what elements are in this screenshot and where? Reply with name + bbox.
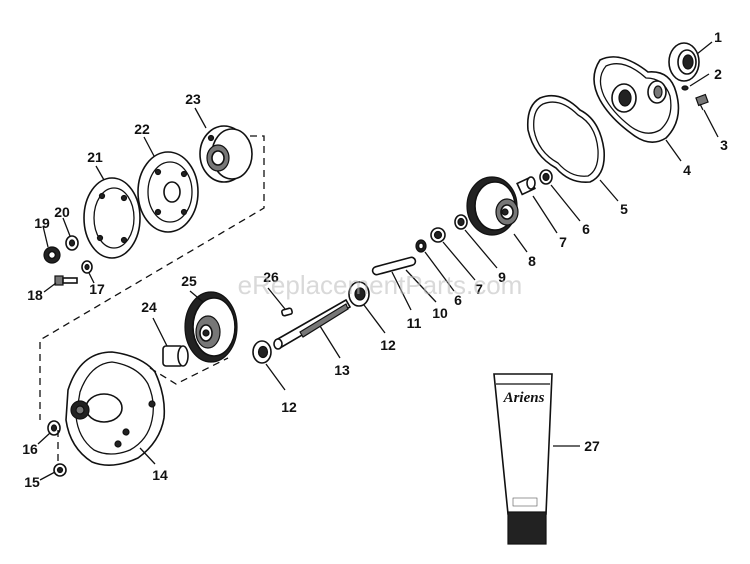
callout-15: 15 — [24, 474, 40, 490]
assembly-guide-lines — [39, 135, 265, 462]
part-2-pin — [681, 85, 689, 91]
part-24-bushing — [162, 345, 189, 367]
callout-6b: 6 — [454, 292, 462, 308]
part-18-bolt — [54, 275, 78, 286]
callout-8: 8 — [528, 253, 536, 269]
callout-3: 3 — [720, 137, 728, 153]
part-11-pin — [371, 256, 417, 276]
part-7b-needle-bearing — [415, 239, 427, 253]
callout-5: 5 — [620, 201, 628, 217]
callout-17: 17 — [89, 281, 105, 297]
callout-9: 9 — [498, 269, 506, 285]
callout-12b: 12 — [281, 399, 297, 415]
callout-19: 19 — [34, 215, 50, 231]
part-25-gear — [184, 291, 238, 363]
callout-18: 18 — [27, 287, 43, 303]
callout-24: 24 — [141, 299, 157, 315]
callout-12a: 12 — [380, 337, 396, 353]
part-12b-bearing — [252, 340, 272, 364]
part-23-hub — [199, 125, 253, 183]
part-9-bushing — [454, 214, 468, 230]
part-17-washer — [81, 260, 93, 274]
callout-22: 22 — [134, 121, 150, 137]
callout-1: 1 — [714, 29, 722, 45]
part-6-washer — [539, 169, 553, 185]
part-27-grease-tube: Ariens — [493, 373, 553, 545]
callout-27: 27 — [584, 438, 600, 454]
callout-16: 16 — [22, 441, 38, 457]
callout-11: 11 — [407, 315, 422, 331]
callout-10: 10 — [432, 305, 448, 321]
part-1-bearing — [668, 42, 700, 82]
part-7-bushing — [516, 176, 536, 196]
callout-7b: 7 — [475, 281, 483, 297]
part-3-fitting — [695, 93, 709, 111]
part-20-washer — [65, 235, 79, 251]
callout-25: 25 — [181, 273, 197, 289]
part-14-gear-case — [65, 351, 166, 466]
callout-20: 20 — [54, 204, 70, 220]
part-6b-washer — [430, 227, 446, 243]
callout-4: 4 — [683, 162, 691, 178]
callout-13: 13 — [334, 362, 350, 378]
callout-6a: 6 — [582, 221, 590, 237]
watermark-text: eReplacementParts.com — [238, 270, 523, 300]
part-22-disk — [137, 151, 199, 233]
part-15-washer — [53, 463, 67, 477]
callout-2: 2 — [714, 66, 722, 82]
callout-26: 26 — [263, 269, 279, 285]
part-16-washer — [47, 420, 61, 436]
part-4-cover-plate — [593, 56, 680, 143]
part-21-plate — [83, 177, 141, 259]
part-12a-bearing — [348, 281, 370, 307]
part-19-nut — [43, 246, 61, 264]
part-26-pin — [281, 307, 293, 317]
leader-lines — [37, 41, 719, 481]
callout-14: 14 — [152, 467, 168, 483]
tube-logo-text: Ariens — [503, 390, 545, 406]
callout-21: 21 — [87, 149, 103, 165]
callout-7a: 7 — [559, 234, 567, 250]
callout-numbers: 1 2 3 4 5 6 7 8 9 7 6 10 11 12 13 12 26 … — [22, 29, 728, 490]
part-8-gear — [466, 176, 519, 236]
part-13-shaft — [273, 298, 352, 350]
part-5-gasket — [526, 94, 606, 184]
callout-23: 23 — [185, 91, 201, 107]
